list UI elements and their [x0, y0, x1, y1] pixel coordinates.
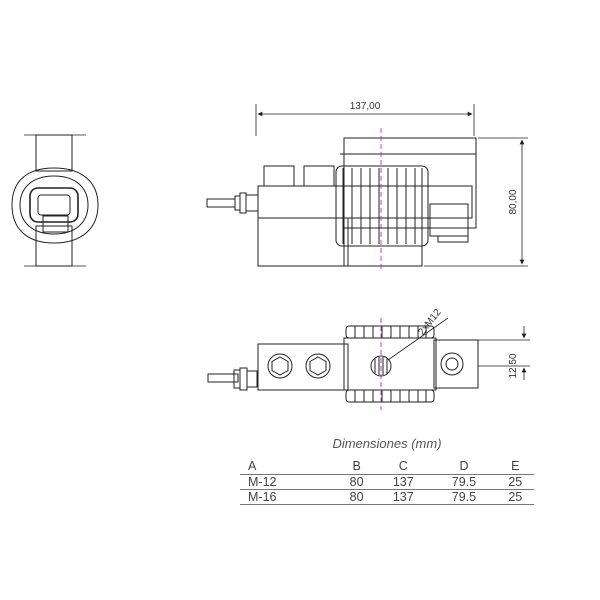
table-cell: 25 — [496, 474, 534, 490]
table-cell: 25 — [496, 489, 534, 505]
table-row: M-16 80 137 79.5 25 — [240, 489, 534, 505]
table-header-cell: E — [511, 458, 520, 473]
offset-dimension — [478, 326, 530, 380]
table-cell: 137 — [375, 489, 432, 505]
height-dimension — [424, 137, 528, 267]
top-view — [207, 325, 479, 403]
table-title: Dimensiones (mm) — [332, 436, 442, 451]
table-header-cell: C — [398, 458, 408, 473]
table-header-row: A B C D E — [240, 458, 534, 475]
table-cell: 79.5 — [431, 474, 497, 490]
table-cell: M-16 — [240, 489, 338, 505]
front-view — [206, 137, 477, 267]
table-header-cell: A — [248, 458, 257, 473]
table-cell: 79.5 — [431, 489, 497, 505]
spring — [335, 165, 429, 247]
table-header-cell: B — [352, 458, 361, 473]
length-dimension-label: 137,00 — [350, 101, 381, 112]
table-cell: 137 — [375, 474, 432, 490]
table-header-cell: D — [459, 458, 469, 473]
table-cell: M-12 — [240, 474, 338, 490]
table-cell: 80 — [337, 474, 376, 490]
dimensions-table: A B C D E M-12 80 137 79.5 25 M-16 80 13… — [240, 458, 534, 505]
length-dimension — [255, 104, 475, 136]
end-view — [11, 134, 99, 267]
table-row: M-12 80 137 79.5 25 — [240, 474, 534, 490]
thread-label: 2xM12 — [416, 307, 443, 338]
table-cell: 80 — [337, 489, 376, 505]
thread-leader — [387, 317, 449, 361]
height-dimension-label: 80,00 — [508, 189, 519, 214]
offset-dimension-label: 12,50 — [508, 353, 519, 378]
spring-fins — [345, 325, 435, 403]
